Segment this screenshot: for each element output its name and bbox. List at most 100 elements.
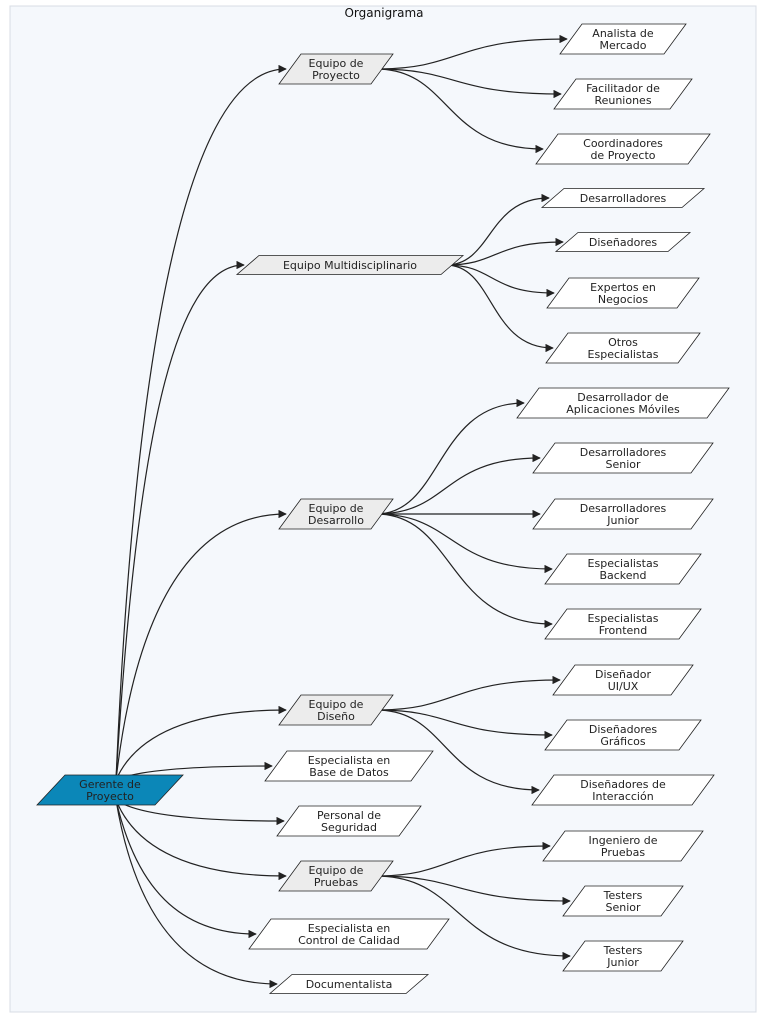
node-label-line: Proyecto bbox=[312, 69, 360, 82]
node-label-line: Mercado bbox=[599, 39, 646, 52]
node-shape bbox=[540, 188, 706, 208]
node-label-line: Otros bbox=[608, 336, 638, 349]
node-label-line: Negocios bbox=[598, 293, 649, 306]
node-label-line: Documentalista bbox=[306, 978, 393, 991]
edge-root-to-equipo-pruebas bbox=[115, 799, 287, 881]
node-label-line: Coordinadores bbox=[583, 137, 663, 150]
node-shape bbox=[562, 885, 684, 917]
node-label-line: Desarrolladores bbox=[580, 502, 667, 515]
node-label-line: Senior bbox=[605, 458, 641, 471]
node-shape bbox=[552, 664, 694, 696]
node-shape bbox=[268, 974, 430, 994]
node-shape bbox=[535, 133, 711, 165]
edge-root-to-equipo-proyecto bbox=[115, 64, 287, 781]
edge-equipo-proyecto-to-facilitador-reuniones bbox=[375, 68, 562, 99]
edge-equipo-proyecto-to-coordinadores-proyecto bbox=[375, 68, 544, 154]
node-label-line: Especialistas bbox=[588, 612, 659, 625]
edge-equipo-diseno-to-disenadores-graficos bbox=[375, 709, 553, 740]
edge-root-to-equipo-multidisciplinario bbox=[115, 260, 245, 781]
node-shape bbox=[36, 774, 184, 806]
edge-equipo-proyecto-to-analista-mercado bbox=[375, 34, 568, 70]
node-label-line: Pruebas bbox=[314, 876, 358, 889]
node-label-line: Seguridad bbox=[321, 821, 377, 834]
node-label-line: Pruebas bbox=[601, 846, 645, 859]
node-shape bbox=[278, 53, 394, 85]
node-label-line: Control de Calidad bbox=[298, 934, 400, 947]
node-shape bbox=[516, 387, 730, 419]
node-label-line: Testers bbox=[603, 889, 643, 902]
node-label-line: Desarrolladores bbox=[580, 446, 667, 459]
edge-equipo-desarrollo-to-esp-backend bbox=[375, 513, 553, 574]
node-label-line: Reuniones bbox=[594, 94, 651, 107]
diagram-title: Organigrama bbox=[344, 6, 423, 20]
node-label-line: Junior bbox=[606, 514, 639, 527]
node-shape bbox=[531, 774, 715, 806]
node-shape bbox=[553, 78, 693, 110]
edge-equipo-desarrollo-to-dev-senior bbox=[375, 453, 541, 515]
node-label-line: Diseñador bbox=[595, 668, 651, 681]
node-shape bbox=[235, 255, 465, 275]
node-shape bbox=[546, 277, 700, 309]
edge-equipo-pruebas-to-ingeniero-pruebas bbox=[375, 841, 551, 877]
edge-equipo-desarrollo-to-dev-moviles bbox=[375, 398, 525, 515]
node-shape bbox=[276, 805, 422, 837]
node-label-line: Ingeniero de bbox=[588, 834, 657, 847]
node-label-line: Frontend bbox=[599, 624, 648, 637]
node-label-line: Analista de bbox=[592, 27, 654, 40]
node-label-line: Expertos en bbox=[590, 281, 656, 294]
node-label-line: Especialista en bbox=[308, 922, 390, 935]
node-equipo-multidisciplinario: Equipo Multidisciplinario bbox=[235, 255, 465, 275]
edge-root-to-equipo-desarrollo bbox=[115, 509, 287, 781]
node-shape bbox=[544, 719, 702, 751]
node-label-line: Aplicaciones Móviles bbox=[566, 403, 680, 416]
edge-root-to-equipo-diseno bbox=[115, 705, 287, 781]
node-label-line: Base de Datos bbox=[309, 766, 389, 779]
node-label-line: Especialista en bbox=[308, 754, 390, 767]
node-shape bbox=[532, 498, 714, 530]
node-desarrolladores: Desarrolladores bbox=[540, 188, 706, 208]
node-label-line: Personal de bbox=[317, 809, 381, 822]
edge-equipo-pruebas-to-testers-junior bbox=[375, 875, 571, 961]
node-label-line: Proyecto bbox=[86, 790, 134, 803]
node-shape bbox=[545, 332, 701, 364]
edge-equipo-multidisciplinario-to-otros-especialistas bbox=[445, 264, 554, 353]
node-label-line: Facilitador de bbox=[586, 82, 660, 95]
node-label-line: Diseñadores bbox=[589, 236, 657, 249]
node-shape bbox=[278, 860, 394, 892]
node-label-line: Equipo de bbox=[309, 698, 364, 711]
node-shape bbox=[544, 553, 702, 585]
node-label-line: Gerente de bbox=[79, 778, 141, 791]
edge-root-to-especialista-calidad bbox=[115, 799, 257, 939]
node-shape bbox=[544, 608, 702, 640]
node-shape bbox=[264, 750, 434, 782]
node-label-line: Especialistas bbox=[588, 348, 659, 361]
node-label-line: de Proyecto bbox=[590, 149, 655, 162]
node-label-line: Equipo Multidisciplinario bbox=[283, 259, 417, 272]
edge-equipo-diseno-to-disenadores-interaccion bbox=[375, 709, 540, 795]
node-label-line: Especialistas bbox=[588, 557, 659, 570]
node-shape bbox=[278, 498, 394, 530]
node-shape bbox=[278, 694, 394, 726]
node-shape bbox=[248, 918, 450, 950]
edge-equipo-desarrollo-to-esp-frontend bbox=[375, 513, 553, 629]
node-shape bbox=[542, 830, 704, 862]
node-label-line: Equipo de bbox=[309, 864, 364, 877]
